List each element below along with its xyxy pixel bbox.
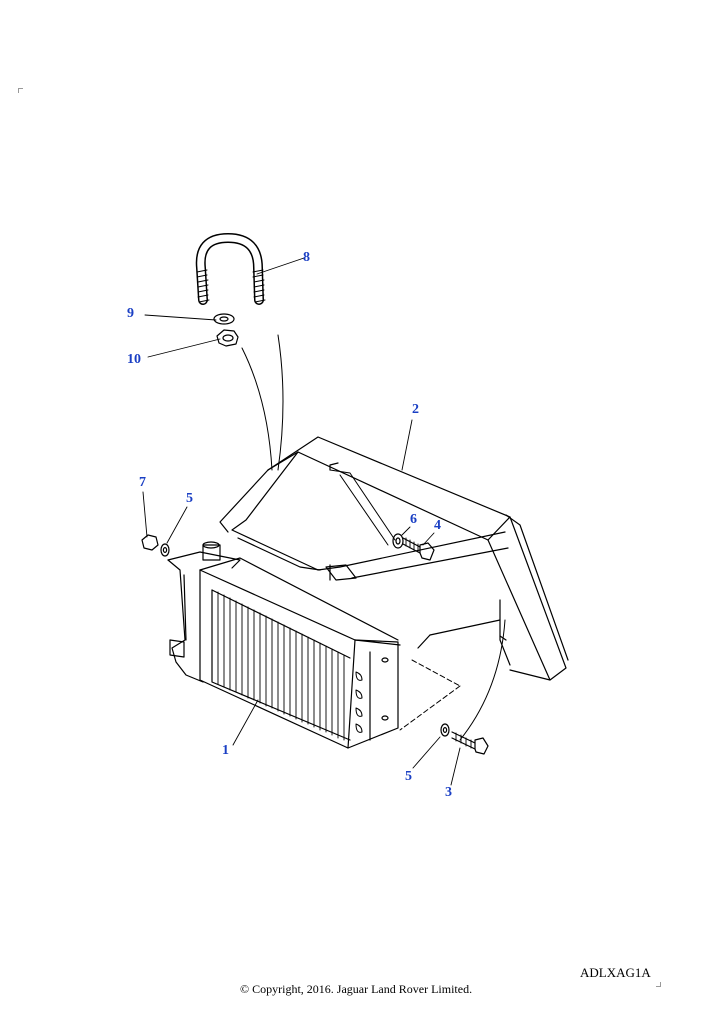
corner-mark-bottom-right	[656, 982, 661, 987]
washer-part-9	[213, 313, 235, 325]
u-bolt-guide-line	[241, 347, 273, 471]
washer-part-6	[392, 533, 404, 549]
u-bolt-part	[195, 233, 266, 305]
leader-lines	[142, 257, 461, 786]
callout-part-5-upper: 5	[186, 491, 193, 506]
callout-part-3: 3	[445, 785, 452, 800]
nut-part-7	[141, 534, 159, 551]
copyright-notice: © Copyright, 2016. Jaguar Land Rover Lim…	[240, 982, 473, 996]
callout-part-4: 4	[434, 518, 441, 533]
heater-matrix-part	[167, 541, 401, 749]
bolt-part-3	[451, 731, 489, 755]
callout-part-10: 10	[127, 352, 141, 367]
u-bolt-guide-line	[277, 334, 284, 471]
callout-part-9: 9	[127, 306, 134, 321]
washer-part-5-upper	[160, 543, 170, 557]
mounting-bracket-part	[219, 436, 569, 741]
callout-part-2: 2	[412, 402, 419, 417]
washer-part-5-lower	[440, 723, 450, 737]
callout-part-6: 6	[410, 512, 417, 527]
corner-mark-top-left	[18, 88, 23, 93]
bolt-part-4	[402, 537, 435, 561]
illustration-reference-code: ADLXAG1A	[580, 965, 651, 980]
callout-part-1: 1	[222, 743, 229, 758]
callout-part-7: 7	[139, 475, 146, 490]
callout-part-5-lower: 5	[405, 769, 412, 784]
callout-part-8: 8	[303, 250, 310, 265]
nut-part-10	[216, 329, 239, 347]
